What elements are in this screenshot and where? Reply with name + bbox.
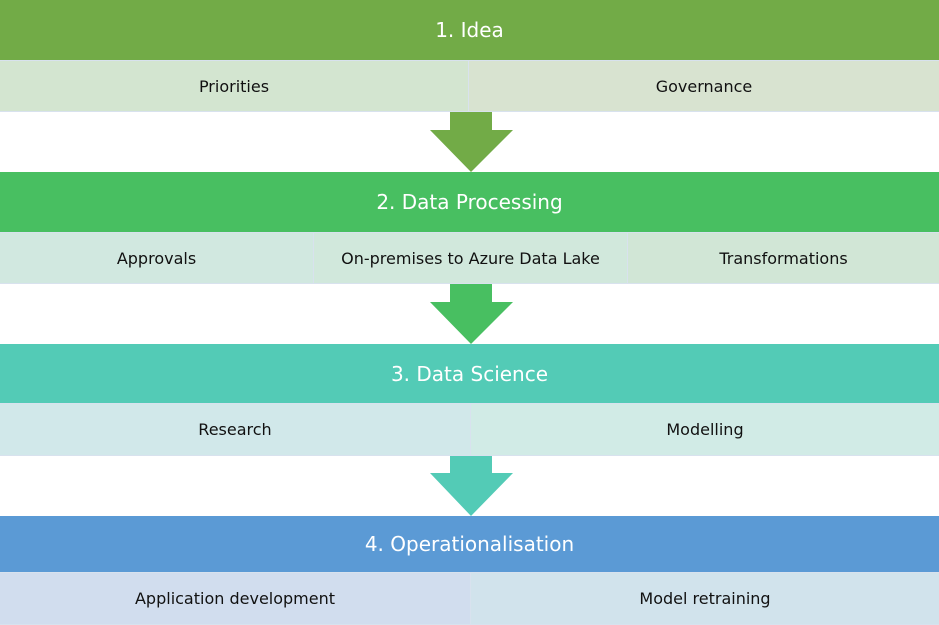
arrow-down-icon [430, 112, 513, 172]
item-modelling: Modelling [471, 403, 939, 456]
stage-3-header: 3. Data Science [0, 344, 939, 403]
arrow-down-icon [430, 456, 513, 516]
item-model-retraining: Model retraining [471, 572, 939, 625]
item-transformations: Transformations [628, 232, 939, 284]
stage-1-items: Priorities Governance [0, 60, 939, 112]
item-priorities: Priorities [0, 60, 469, 112]
item-on-premises-to-azure: On-premises to Azure Data Lake [314, 232, 628, 284]
item-governance: Governance [469, 60, 939, 112]
arrow-down-icon [430, 284, 513, 344]
item-application-development: Application development [0, 572, 471, 625]
stage-2-header: 2. Data Processing [0, 172, 939, 232]
stage-4-header: 4. Operationalisation [0, 516, 939, 572]
stage-2-items: Approvals On-premises to Azure Data Lake… [0, 232, 939, 284]
stage-1-header: 1. Idea [0, 0, 939, 60]
item-research: Research [0, 403, 471, 456]
item-approvals: Approvals [0, 232, 314, 284]
stage-4-items: Application development Model retraining [0, 572, 939, 625]
stage-3-items: Research Modelling [0, 403, 939, 456]
